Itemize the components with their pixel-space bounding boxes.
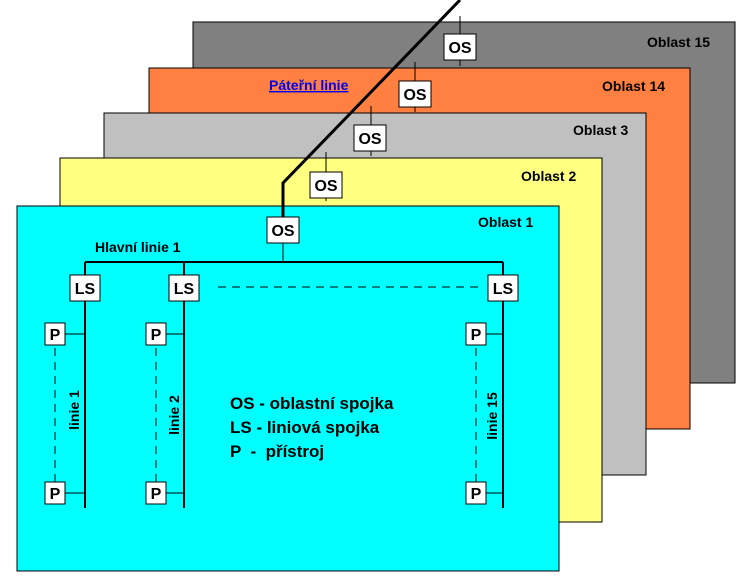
device-line-1-bottom: P bbox=[44, 481, 66, 505]
svg-text:P: P bbox=[50, 486, 61, 503]
area-coupler-15: OS bbox=[443, 33, 477, 61]
line-2-label: linie 2 bbox=[166, 395, 182, 435]
device-line-1-top: P bbox=[44, 322, 66, 346]
area-label-15: Oblast 15 bbox=[647, 34, 710, 50]
svg-text:LS: LS bbox=[493, 281, 514, 298]
svg-text:P: P bbox=[50, 327, 61, 344]
line-1-label: linie 1 bbox=[66, 390, 82, 430]
main-line-label: Hlavní linie 1 bbox=[95, 239, 181, 255]
backbone-line bbox=[281, 0, 462, 230]
line-coupler-2: LS bbox=[168, 274, 200, 302]
legend-p: P - přístroj bbox=[230, 442, 324, 461]
area-panel-1 bbox=[16, 205, 560, 572]
legend-os: OS - oblastní spojka bbox=[230, 394, 394, 413]
area-coupler-2: OS bbox=[309, 171, 343, 199]
area-label-1: Oblast 1 bbox=[478, 214, 533, 230]
area-label-14: Oblast 14 bbox=[602, 78, 665, 94]
line-15-label: linie 15 bbox=[484, 392, 500, 440]
device-line-15-top: P bbox=[465, 322, 487, 346]
device-line-2-bottom: P bbox=[145, 481, 167, 505]
area-label-3: Oblast 3 bbox=[573, 122, 628, 138]
area-coupler-3: OS bbox=[353, 124, 387, 152]
svg-text:OS: OS bbox=[271, 223, 294, 240]
svg-text:P: P bbox=[151, 486, 162, 503]
svg-text:LS: LS bbox=[75, 281, 96, 298]
area-coupler-1: OS bbox=[266, 216, 300, 244]
svg-text:LS: LS bbox=[174, 281, 195, 298]
device-line-2-top: P bbox=[145, 322, 167, 346]
area-coupler-14: OS bbox=[398, 80, 432, 108]
svg-text:OS: OS bbox=[448, 40, 471, 57]
svg-text:OS: OS bbox=[403, 87, 426, 104]
backbone-line-link[interactable]: Páteřní linie bbox=[269, 77, 349, 93]
line-coupler-1: LS bbox=[69, 274, 101, 302]
area-label-2: Oblast 2 bbox=[521, 168, 576, 184]
svg-text:OS: OS bbox=[358, 131, 381, 148]
line-coupler-15: LS bbox=[487, 274, 519, 302]
svg-text:P: P bbox=[151, 327, 162, 344]
svg-text:P: P bbox=[471, 327, 482, 344]
legend-ls: LS - liniová spojka bbox=[230, 418, 380, 437]
svg-text:P: P bbox=[471, 486, 482, 503]
svg-text:OS: OS bbox=[314, 178, 337, 195]
device-line-15-bottom: P bbox=[465, 481, 487, 505]
